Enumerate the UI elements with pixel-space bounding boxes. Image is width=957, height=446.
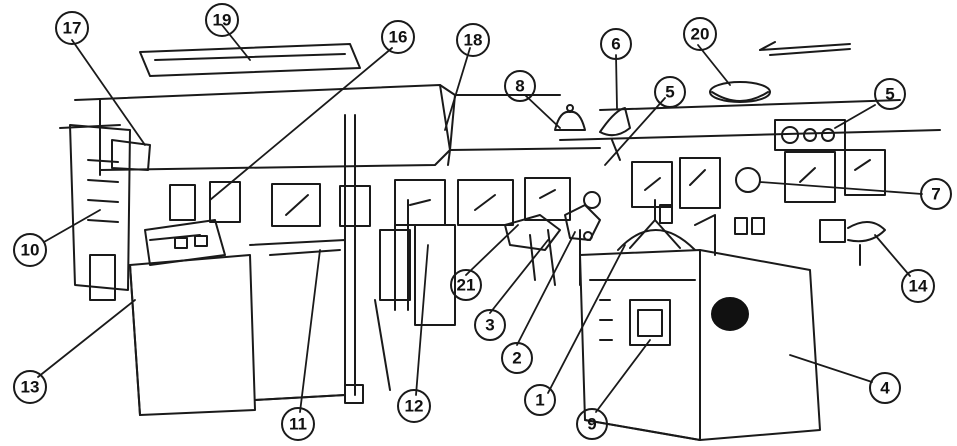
callout-8: 8 (515, 77, 524, 96)
right-fixture (820, 220, 885, 265)
left-desk (130, 220, 255, 415)
callout-6: 6 (611, 35, 620, 54)
console-speaker (712, 298, 748, 330)
callout-17: 17 (63, 19, 82, 38)
center-desk (250, 240, 345, 400)
callout-18: 18 (464, 31, 483, 50)
callout-4: 4 (880, 379, 890, 398)
callout-7: 7 (931, 185, 940, 204)
callout-14: 14 (909, 277, 928, 296)
callout-12: 12 (405, 397, 424, 416)
callout-10: 10 (21, 241, 40, 260)
callout-19: 19 (213, 11, 232, 30)
callout-20: 20 (691, 25, 710, 44)
callout-13: 13 (21, 378, 40, 397)
overhead-canopy (75, 85, 600, 175)
callout-9: 9 (587, 415, 596, 434)
callout-5a: 5 (665, 83, 674, 102)
vertical-pole (345, 115, 363, 403)
left-wall-panel (70, 125, 150, 300)
callout-3: 3 (485, 316, 494, 335)
ceiling-lamp (710, 82, 770, 102)
callout-21: 21 (457, 276, 476, 295)
callout-1: 1 (535, 391, 544, 410)
bell (555, 105, 585, 130)
door (415, 225, 455, 325)
callout-5b: 5 (885, 85, 894, 104)
callout-circles (14, 4, 951, 440)
main-console (580, 250, 820, 440)
levers-group (505, 192, 600, 285)
callout-11: 11 (289, 415, 307, 434)
callout-2: 2 (512, 349, 521, 368)
gauge-row-right (632, 150, 885, 234)
direction-arrow (760, 42, 850, 55)
horn (600, 108, 630, 160)
callout-16: 16 (389, 28, 408, 47)
gauge-row-left (170, 178, 570, 226)
air-pipe (375, 85, 450, 390)
